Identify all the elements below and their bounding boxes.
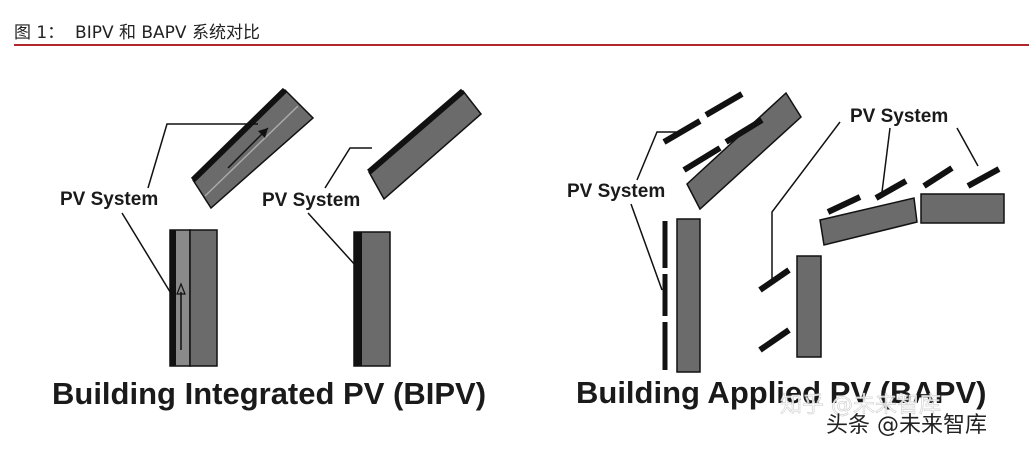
watermark-zhihu: 知乎 @未来智库: [780, 393, 941, 418]
airflow-arrow-icon: [227, 127, 269, 169]
pv-module: [966, 166, 1001, 189]
pv-module: [682, 145, 722, 173]
pv-module: [662, 118, 702, 145]
bipv-wall-1: [169, 229, 218, 367]
bapv-pv-system-label-right: PV System: [850, 106, 948, 127]
figure-header: 图 1： BIPV 和 BAPV 系统对比: [14, 16, 1029, 46]
pv-module: [758, 267, 791, 293]
bapv-wall-1: [662, 218, 701, 373]
bipv-roof-panel-2: [367, 88, 483, 201]
bipv-pv-system-label-right: PV System: [262, 190, 360, 211]
bipv-leader-lines: [121, 123, 372, 301]
bapv-wall-2: [758, 255, 822, 358]
bapv-flat-roof-2: [920, 165, 1005, 224]
bipv-caption: Building Integrated PV (BIPV): [52, 376, 486, 411]
bipv-diagram: PV System PV System Building Integrated …: [52, 87, 486, 411]
bipv-pv-system-label-left: PV System: [60, 189, 158, 210]
bipv-wall-2: [353, 231, 391, 367]
bapv-caption: Building Applied PV (BAPV): [576, 375, 986, 410]
pv-module: [704, 91, 744, 118]
bapv-leader-lines: [630, 121, 979, 291]
pv-module: [922, 165, 954, 189]
bipv-roof-panel-1: [190, 87, 315, 210]
figure-title: 图 1： BIPV 和 BAPV 系统对比: [14, 23, 260, 43]
bapv-roof-panel-1: [662, 91, 802, 211]
pv-module: [724, 117, 764, 145]
pv-module: [826, 194, 862, 215]
pv-module: [874, 178, 908, 201]
bapv-diagram: PV System PV System Building Applied PV …: [567, 91, 1005, 410]
bapv-pv-system-label-left: PV System: [567, 181, 665, 202]
watermark-toutiao: 头条 @未来智库: [826, 413, 987, 438]
bapv-flat-roof-1: [819, 178, 918, 246]
pv-module: [758, 327, 791, 353]
